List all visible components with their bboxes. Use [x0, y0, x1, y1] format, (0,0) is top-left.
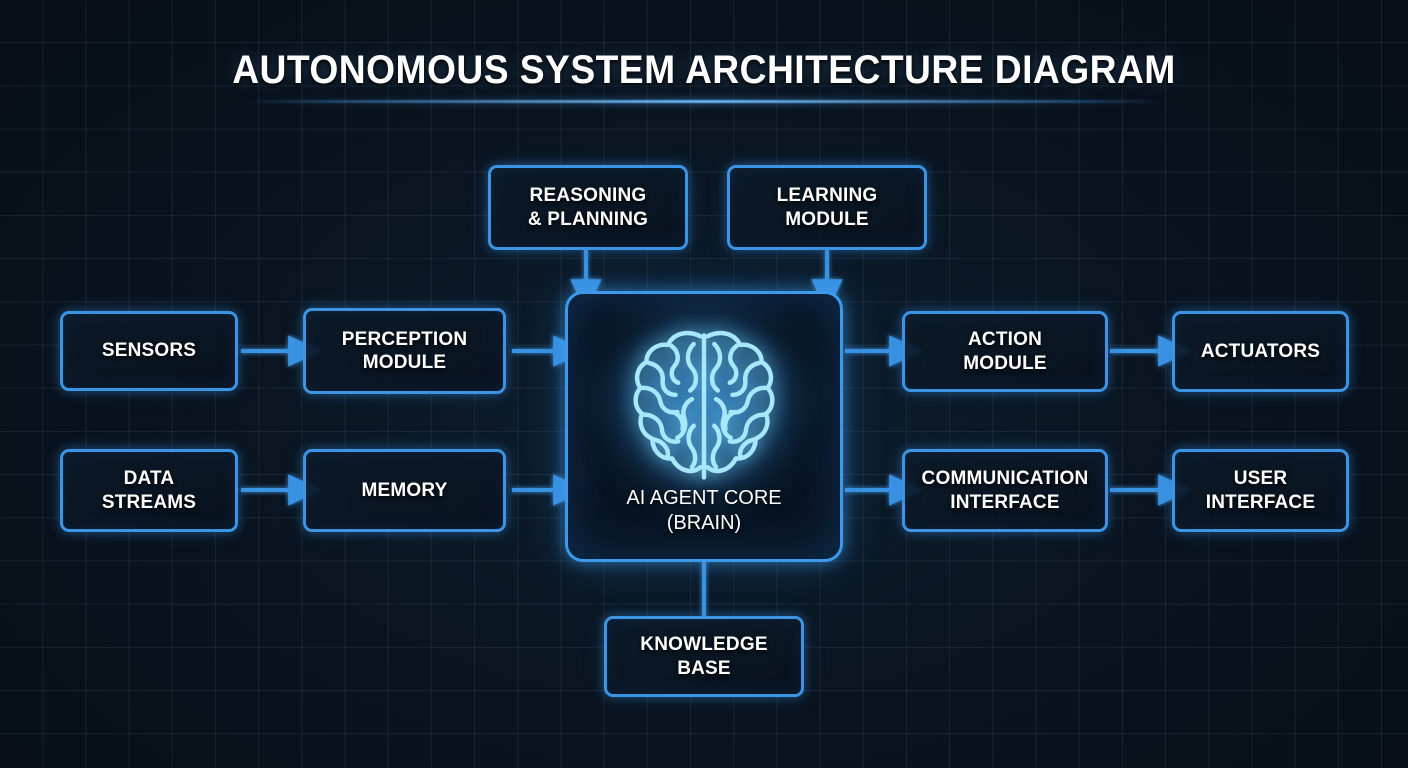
node-memory[interactable]: MEMORY — [303, 449, 506, 532]
node-perception-module-label: PERCEPTION MODULE — [341, 328, 468, 373]
node-communication-interface[interactable]: COMMUNICATION INTERFACE — [902, 449, 1108, 532]
brain-icon — [633, 330, 775, 480]
node-learning-module[interactable]: LEARNING MODULE — [727, 165, 927, 250]
node-user-interface-label: USER INTERFACE — [1205, 468, 1316, 513]
node-sensors[interactable]: SENSORS — [60, 311, 238, 391]
node-action-module-label: ACTION MODULE — [963, 329, 1047, 374]
node-data-streams[interactable]: DATA STREAMS — [60, 449, 238, 532]
node-actuators-label: ACTUATORS — [1200, 340, 1321, 362]
node-sensors-label: SENSORS — [101, 340, 197, 362]
node-user-interface[interactable]: USER INTERFACE — [1172, 449, 1349, 532]
title-divider — [244, 100, 1164, 103]
node-knowledge-base[interactable]: KNOWLEDGE BASE — [604, 616, 804, 697]
node-perception-module[interactable]: PERCEPTION MODULE — [303, 308, 506, 394]
node-action-module[interactable]: ACTION MODULE — [902, 311, 1108, 392]
node-knowledge-base-label: KNOWLEDGE BASE — [640, 634, 768, 679]
node-reasoning-planning[interactable]: REASONING & PLANNING — [488, 165, 688, 250]
node-actuators[interactable]: ACTUATORS — [1172, 311, 1349, 392]
page-title: AUTONOMOUS SYSTEM ARCHITECTURE DIAGRAM — [232, 48, 1176, 92]
node-ai-agent-core-label: AI AGENT CORE (BRAIN) — [626, 486, 782, 535]
node-data-streams-label: DATA STREAMS — [101, 468, 197, 513]
node-learning-module-label: LEARNING MODULE — [776, 185, 878, 230]
node-communication-interface-label: COMMUNICATION INTERFACE — [921, 468, 1089, 513]
node-memory-label: MEMORY — [361, 479, 448, 501]
node-reasoning-planning-label: REASONING & PLANNING — [527, 185, 649, 230]
node-ai-agent-core[interactable]: AI AGENT CORE (BRAIN) — [565, 291, 843, 562]
